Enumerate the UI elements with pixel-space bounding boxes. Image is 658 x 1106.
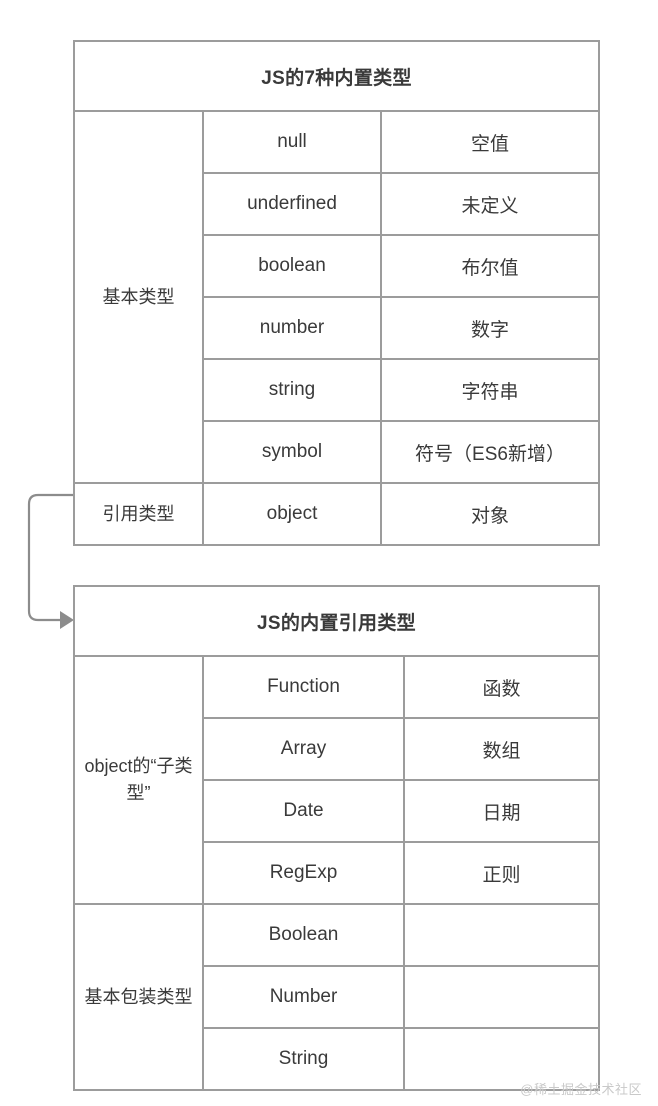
table-row: String <box>74 1027 600 1091</box>
table-row: Array 数组 <box>74 717 600 781</box>
table-header-row: JS的7种内置类型 <box>73 40 600 112</box>
reference-table-title: JS的内置引用类型 <box>73 585 600 657</box>
table-row: Date 日期 <box>74 779 600 843</box>
type-name: Date <box>202 779 405 843</box>
type-name: number <box>202 296 382 360</box>
table-row: string 字符串 <box>74 358 600 422</box>
type-desc: 日期 <box>403 779 600 843</box>
type-desc: 空值 <box>380 110 600 174</box>
table-row: 引用类型 object 对象 <box>73 482 600 546</box>
type-desc: 数组 <box>403 717 600 781</box>
type-name: String <box>202 1027 405 1091</box>
table-header-row: JS的内置引用类型 <box>73 585 600 657</box>
type-desc: 未定义 <box>380 172 600 236</box>
group-label-basic-types: 基本类型 <box>73 110 204 484</box>
table-row: object的“子类型” Function 函数 <box>73 655 600 905</box>
table-row: Number <box>74 965 600 1029</box>
type-name: underfined <box>202 172 382 236</box>
type-desc: 符号（ES6新增） <box>380 420 600 484</box>
type-name: Boolean <box>202 903 405 967</box>
type-desc: 布尔值 <box>380 234 600 298</box>
watermark: @稀土掘金技术社区 <box>520 1082 642 1097</box>
type-desc: 正则 <box>403 841 600 905</box>
type-desc: 字符串 <box>380 358 600 422</box>
type-name: Function <box>202 655 405 719</box>
type-name: object <box>202 482 382 546</box>
arrowhead-icon <box>60 611 74 629</box>
type-name: string <box>202 358 382 422</box>
type-desc: 函数 <box>403 655 600 719</box>
type-desc <box>403 965 600 1029</box>
table-row: underfined 未定义 <box>74 172 600 236</box>
table-row: symbol 符号（ES6新增） <box>74 420 600 484</box>
group-label-wrapper-types: 基本包装类型 <box>73 903 204 1091</box>
primitive-table-title: JS的7种内置类型 <box>73 40 600 112</box>
type-desc: 数字 <box>380 296 600 360</box>
table-row: RegExp 正则 <box>74 841 600 905</box>
type-desc <box>403 1027 600 1091</box>
table-row: 基本类型 null 空值 <box>73 110 600 484</box>
type-name: null <box>202 110 382 174</box>
type-name: Number <box>202 965 405 1029</box>
group-label-reference-type: 引用类型 <box>73 482 204 546</box>
type-name: RegExp <box>202 841 405 905</box>
primitive-types-table: JS的7种内置类型 基本类型 null 空值 underfined 未定义 bo… <box>73 40 600 546</box>
table-row: boolean 布尔值 <box>74 234 600 298</box>
table-row: 基本包装类型 Boolean <box>73 903 600 1091</box>
type-desc: 对象 <box>380 482 600 546</box>
group-label-object-subtypes: object的“子类型” <box>73 655 204 905</box>
type-name: Array <box>202 717 405 781</box>
type-name: boolean <box>202 234 382 298</box>
table-row: number 数字 <box>74 296 600 360</box>
type-desc <box>403 903 600 967</box>
type-name: symbol <box>202 420 382 484</box>
connector-line <box>27 493 73 622</box>
reference-types-table: JS的内置引用类型 object的“子类型” Function 函数 Array… <box>73 585 600 1091</box>
